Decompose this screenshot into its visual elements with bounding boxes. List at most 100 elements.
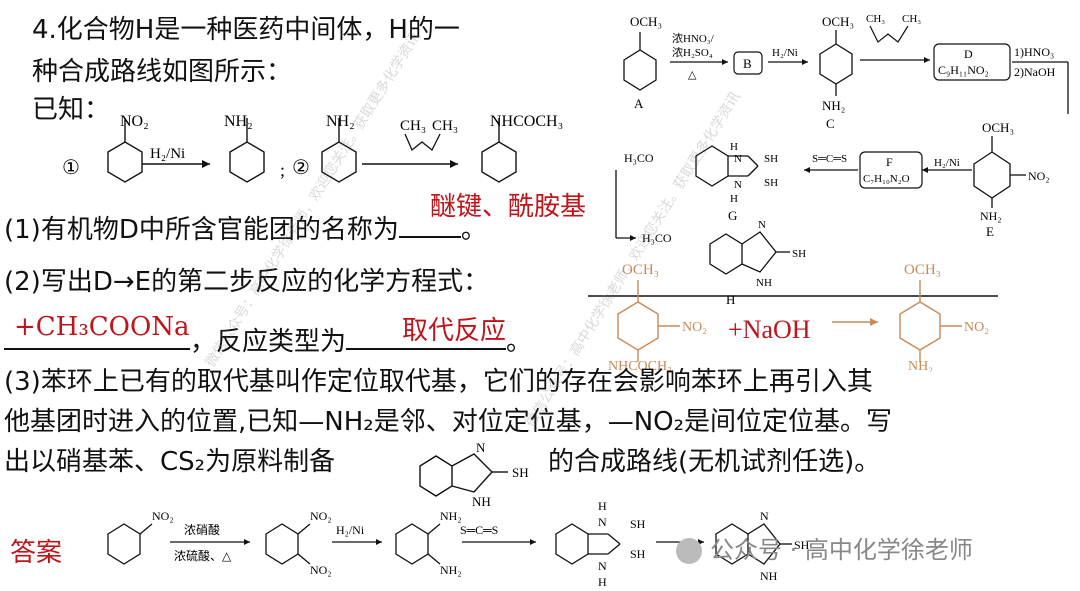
answer-label: 答案 <box>10 538 63 568</box>
compound-f-label: F <box>886 155 893 169</box>
route-cond-h2ni: H₂/Ni <box>336 523 365 537</box>
question-2: (2)写出D→E的第二步反应的化学方程式： <box>4 267 490 297</box>
known-marker-1: ① <box>62 157 80 179</box>
h2ni-condition: H₂/Ni <box>150 146 185 162</box>
compound-e-label: E <box>986 224 994 239</box>
target-sh-label: SH <box>512 465 529 480</box>
reactant-nhcoch3: NHCOCH₃ <box>608 359 672 372</box>
known-reactions-diagram: ① NO₂ H₂/Ni NH₂ ; ② NH₂ CH₃ CH₃ NHCOCH₃ … <box>62 113 563 183</box>
question-title-line1: 4.化合物H是一种医药中间体，H的一 <box>32 15 460 45</box>
nhcoch3-label: NHCOCH₃ <box>490 113 563 130</box>
question-1: (1)有机物D中所含官能团的名称为 。 <box>4 214 487 246</box>
compound-f-formula: C₇H₁₀N₂O <box>863 173 910 185</box>
equation-arrow-head <box>870 318 878 326</box>
compound-h-n: N <box>758 219 766 231</box>
product-no2: NO₂ <box>964 320 989 335</box>
compound-h-nh: NH <box>756 277 772 289</box>
compound-h-h3co: H₃CO <box>642 231 672 245</box>
reactant-och3: OCH₃ <box>622 262 659 278</box>
answer-blank-2a <box>4 348 190 350</box>
compound-g-label: G <box>728 208 737 223</box>
d-to-e-cond-1: 1)HNO₃ <box>1014 45 1054 59</box>
no2-label: NO₂ <box>120 113 149 130</box>
route-int-n-top: N <box>598 515 607 529</box>
compound-c-label: C <box>826 116 835 131</box>
compound-b-box <box>733 51 763 75</box>
route-int-sh-2: SH <box>630 547 646 561</box>
compound-g-sh-1: SH <box>764 153 778 165</box>
anhydride-ch3-b: CH₃ <box>902 13 921 25</box>
arrow-head <box>202 160 210 168</box>
arrow-head-2 <box>450 160 458 168</box>
compound-g-nh-top: H <box>730 141 738 153</box>
compound-g-n-top: N <box>734 153 742 165</box>
compound-e-nh2: NH₂ <box>980 209 1002 223</box>
compound-d-label: D <box>964 47 973 61</box>
compound-f-box <box>859 151 923 189</box>
compound-g-nh-bottom: H <box>730 193 738 205</box>
question-1-text: (1)有机物D中所含官能团的名称为 <box>4 215 399 245</box>
d-to-e-cond-2: 2)NaOH <box>1014 65 1056 79</box>
compound-g-h3co: H₃CO <box>624 151 654 165</box>
compound-c-nh2: NH₂ <box>822 98 845 113</box>
route-no2-2: NO₂ <box>310 509 332 523</box>
synthesis-route-diagram: OCH₃ A 浓HNO₃/ 浓H₂SO₄ △ B H₂/Ni OCH₃ NH₂ … <box>615 13 1069 307</box>
question-3-line1: (3)苯环上已有的取代基叫作定位取代基，它们的存在会影响苯环上再引入其 <box>4 367 873 397</box>
product-structure <box>899 280 962 362</box>
answer-2-type: 取代反应 <box>402 316 507 346</box>
answer-blank-1 <box>398 236 461 238</box>
route-no2-3: NO₂ <box>310 563 332 577</box>
answer-blank-2b <box>346 348 507 350</box>
answer-1: 醚键、酰胺基 <box>430 192 587 222</box>
e-to-f-cond: H₂/Ni <box>934 157 960 169</box>
question-2-answer-line: ，反应类型为 。 <box>4 326 532 358</box>
reactant-no2: NO₂ <box>682 320 707 335</box>
compound-e-och3: OCH₃ <box>982 120 1014 135</box>
answer-2-product: +CH₃COONa <box>14 312 190 342</box>
compound-e-structure <box>973 136 1026 208</box>
question-2-end: 。 <box>506 327 533 357</box>
equation-plus-naoh: +NaOH <box>728 315 811 344</box>
compound-c-structure <box>819 30 853 96</box>
route-product-nh: NH <box>760 569 778 583</box>
compound-h-structure <box>709 231 790 275</box>
compound-d-box <box>933 43 1011 81</box>
compound-h-label: H <box>726 292 735 307</box>
known-label: 已知： <box>32 95 111 125</box>
compound-c-och3: OCH₃ <box>822 14 854 29</box>
compound-e-no2: NO₂ <box>1028 169 1050 183</box>
route-cond-cs2: S═C═S <box>460 523 498 537</box>
route-product-n: N <box>760 509 769 523</box>
route-int-h-bottom: H <box>598 575 607 589</box>
nitration-cond-1: 浓HNO₃/ <box>672 32 715 45</box>
route-int-h-top: H <box>598 499 607 513</box>
aniline-structure: NH₂ <box>224 113 265 183</box>
question-1-end: 。 <box>460 215 487 245</box>
answer-route-diagram: NO₂ 浓硝酸 浓硫酸、△ NO₂ NO₂ H₂/Ni NH₂ NH₂ S═C═… <box>107 499 810 589</box>
route-nh2-2: NH₂ <box>440 563 462 577</box>
compound-h-sh: SH <box>792 248 806 260</box>
acetanilide-structure: NHCOCH₃ <box>481 113 563 183</box>
question-2-type-text: ，反应类型为 <box>190 327 347 357</box>
target-n-label: N <box>476 440 486 455</box>
route-diamine <box>395 523 441 565</box>
compound-b-label: B <box>743 56 752 71</box>
known-marker-2: ② <box>292 157 310 179</box>
question-3-line3b: 的合成路线(无机试剂任选)。 <box>548 447 881 477</box>
route-product-sh: SH <box>794 538 810 552</box>
compound-g-structure <box>695 145 759 187</box>
route-dinitrobenzene <box>265 523 311 565</box>
product-och3: OCH₃ <box>904 262 941 278</box>
target-nh-label: NH <box>472 494 491 509</box>
route-product <box>715 523 792 565</box>
wechat-icon <box>676 538 702 564</box>
ch3-label-a: CH₃ <box>400 118 426 134</box>
nitration-cond-2: 浓H₂SO₄ <box>672 46 713 59</box>
route-int-n-bottom: N <box>598 559 607 573</box>
footer-brand: 公众号 · 高中化学徐老师 <box>676 530 973 565</box>
cs2-reagent: S═C═S <box>812 153 847 165</box>
ch3-label-b: CH₃ <box>432 118 458 134</box>
compound-a-structure <box>623 32 657 91</box>
reduction-cond: H₂/Ni <box>772 47 798 59</box>
anhydride-ch3-a: CH₃ <box>866 13 885 25</box>
